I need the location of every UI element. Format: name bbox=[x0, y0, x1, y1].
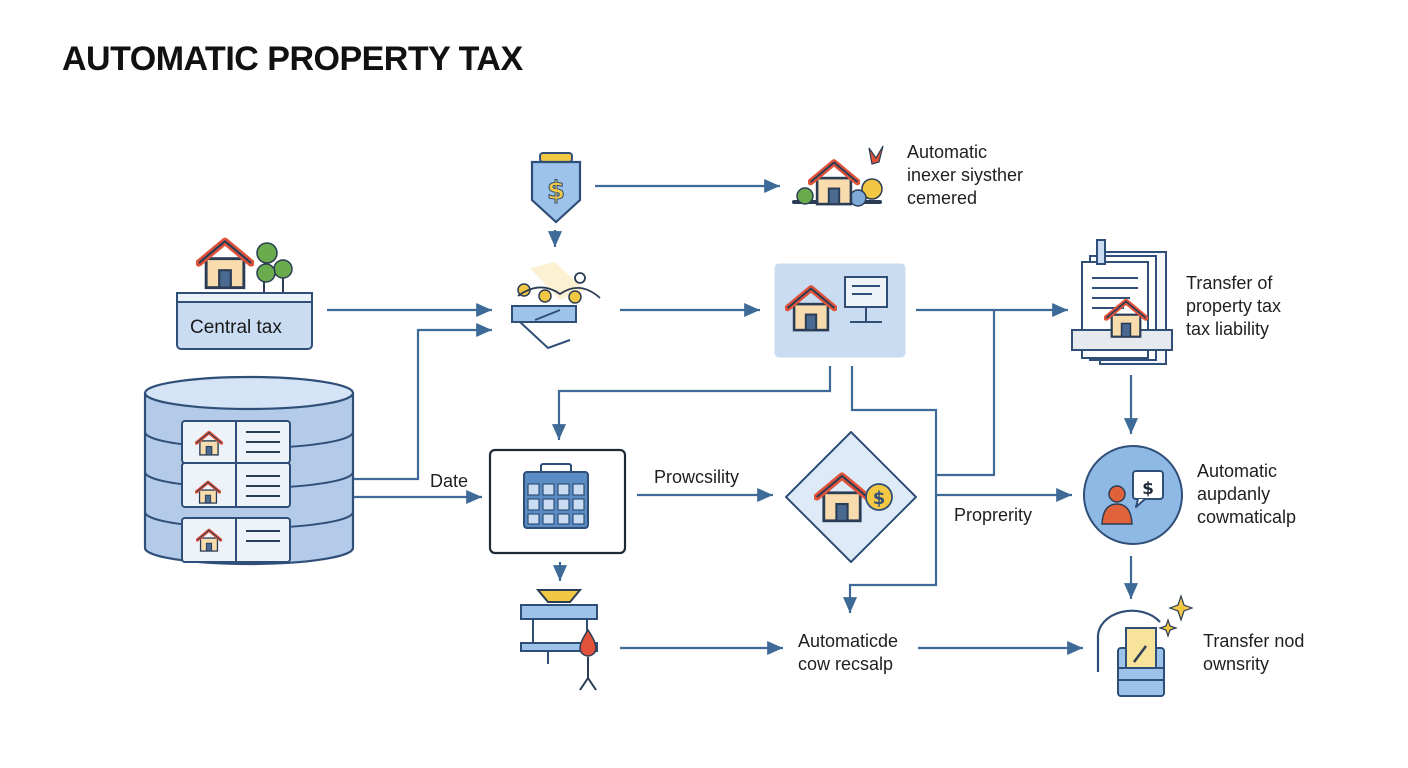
auto-recsalp-line-1: Automaticde bbox=[798, 631, 899, 651]
auto-system-line-2: inexer siysther bbox=[907, 165, 1024, 185]
auto-update-line-1: Automatic bbox=[1197, 461, 1278, 481]
line-branch-to-monitor-col bbox=[936, 310, 996, 477]
scale-drop-icon bbox=[520, 589, 598, 691]
document-house-icon bbox=[1071, 239, 1173, 365]
transfer-liability-line-1: Transfer of bbox=[1186, 273, 1273, 293]
proprerity-label: Proprerity bbox=[954, 505, 1033, 525]
transfer-liability-line-3: tax liability bbox=[1186, 319, 1270, 339]
transfer-liability-line-2: property tax bbox=[1186, 296, 1282, 316]
person-dollar-icon: $ bbox=[1083, 445, 1183, 545]
auto-system-line-1: Automatic bbox=[907, 142, 988, 162]
auto-recsalp-line-2: cow recsalp bbox=[798, 654, 894, 674]
svg-text:$: $ bbox=[873, 488, 886, 509]
shield-dollar-icon: $ bbox=[530, 152, 582, 224]
auto-update-line-3: cowmaticalp bbox=[1197, 507, 1297, 527]
central-tax-box bbox=[176, 241, 313, 350]
page-title: AUTOMATIC PROPERTY TAX bbox=[62, 40, 523, 78]
house-monitor-icon bbox=[774, 263, 906, 358]
svg-text:$: $ bbox=[1142, 479, 1154, 499]
calendar-icon bbox=[488, 448, 627, 555]
ownership-transfer-icon bbox=[1096, 594, 1194, 697]
transfer-ownership-line-2: ownsrity bbox=[1203, 654, 1270, 674]
transfer-ownership-label: Transfer nod ownsrity bbox=[1203, 630, 1304, 676]
central-tax-label: Central tax bbox=[190, 317, 282, 338]
arrow-db-to-hands bbox=[354, 322, 492, 481]
auto-update-line-2: aupdanly bbox=[1197, 484, 1271, 504]
date-label: Date bbox=[430, 471, 469, 491]
line-monitor-down bbox=[842, 366, 938, 613]
svg-text:$: $ bbox=[547, 176, 565, 206]
arrow-monitor-to-calendar bbox=[551, 366, 832, 440]
transfer-ownership-line-1: Transfer nod bbox=[1203, 631, 1305, 651]
auto-system-label: Automatic inexer siysther cemered bbox=[907, 141, 1023, 210]
auto-system-line-3: cemered bbox=[907, 188, 978, 208]
database-icon bbox=[143, 375, 355, 566]
transfer-liability-label: Transfer of property tax tax liability bbox=[1186, 272, 1281, 341]
handshake-icon bbox=[511, 262, 601, 350]
prowcsility-label: Prowcsility bbox=[654, 467, 740, 487]
house-dollar-diamond-icon: $ bbox=[785, 431, 917, 563]
auto-recsalp-label: Automaticde cow recsalp bbox=[798, 630, 898, 676]
auto-update-label: Automatic aupdanly cowmaticalp bbox=[1197, 460, 1296, 529]
connectors bbox=[327, 178, 1139, 656]
house-sun-icon bbox=[792, 145, 884, 207]
